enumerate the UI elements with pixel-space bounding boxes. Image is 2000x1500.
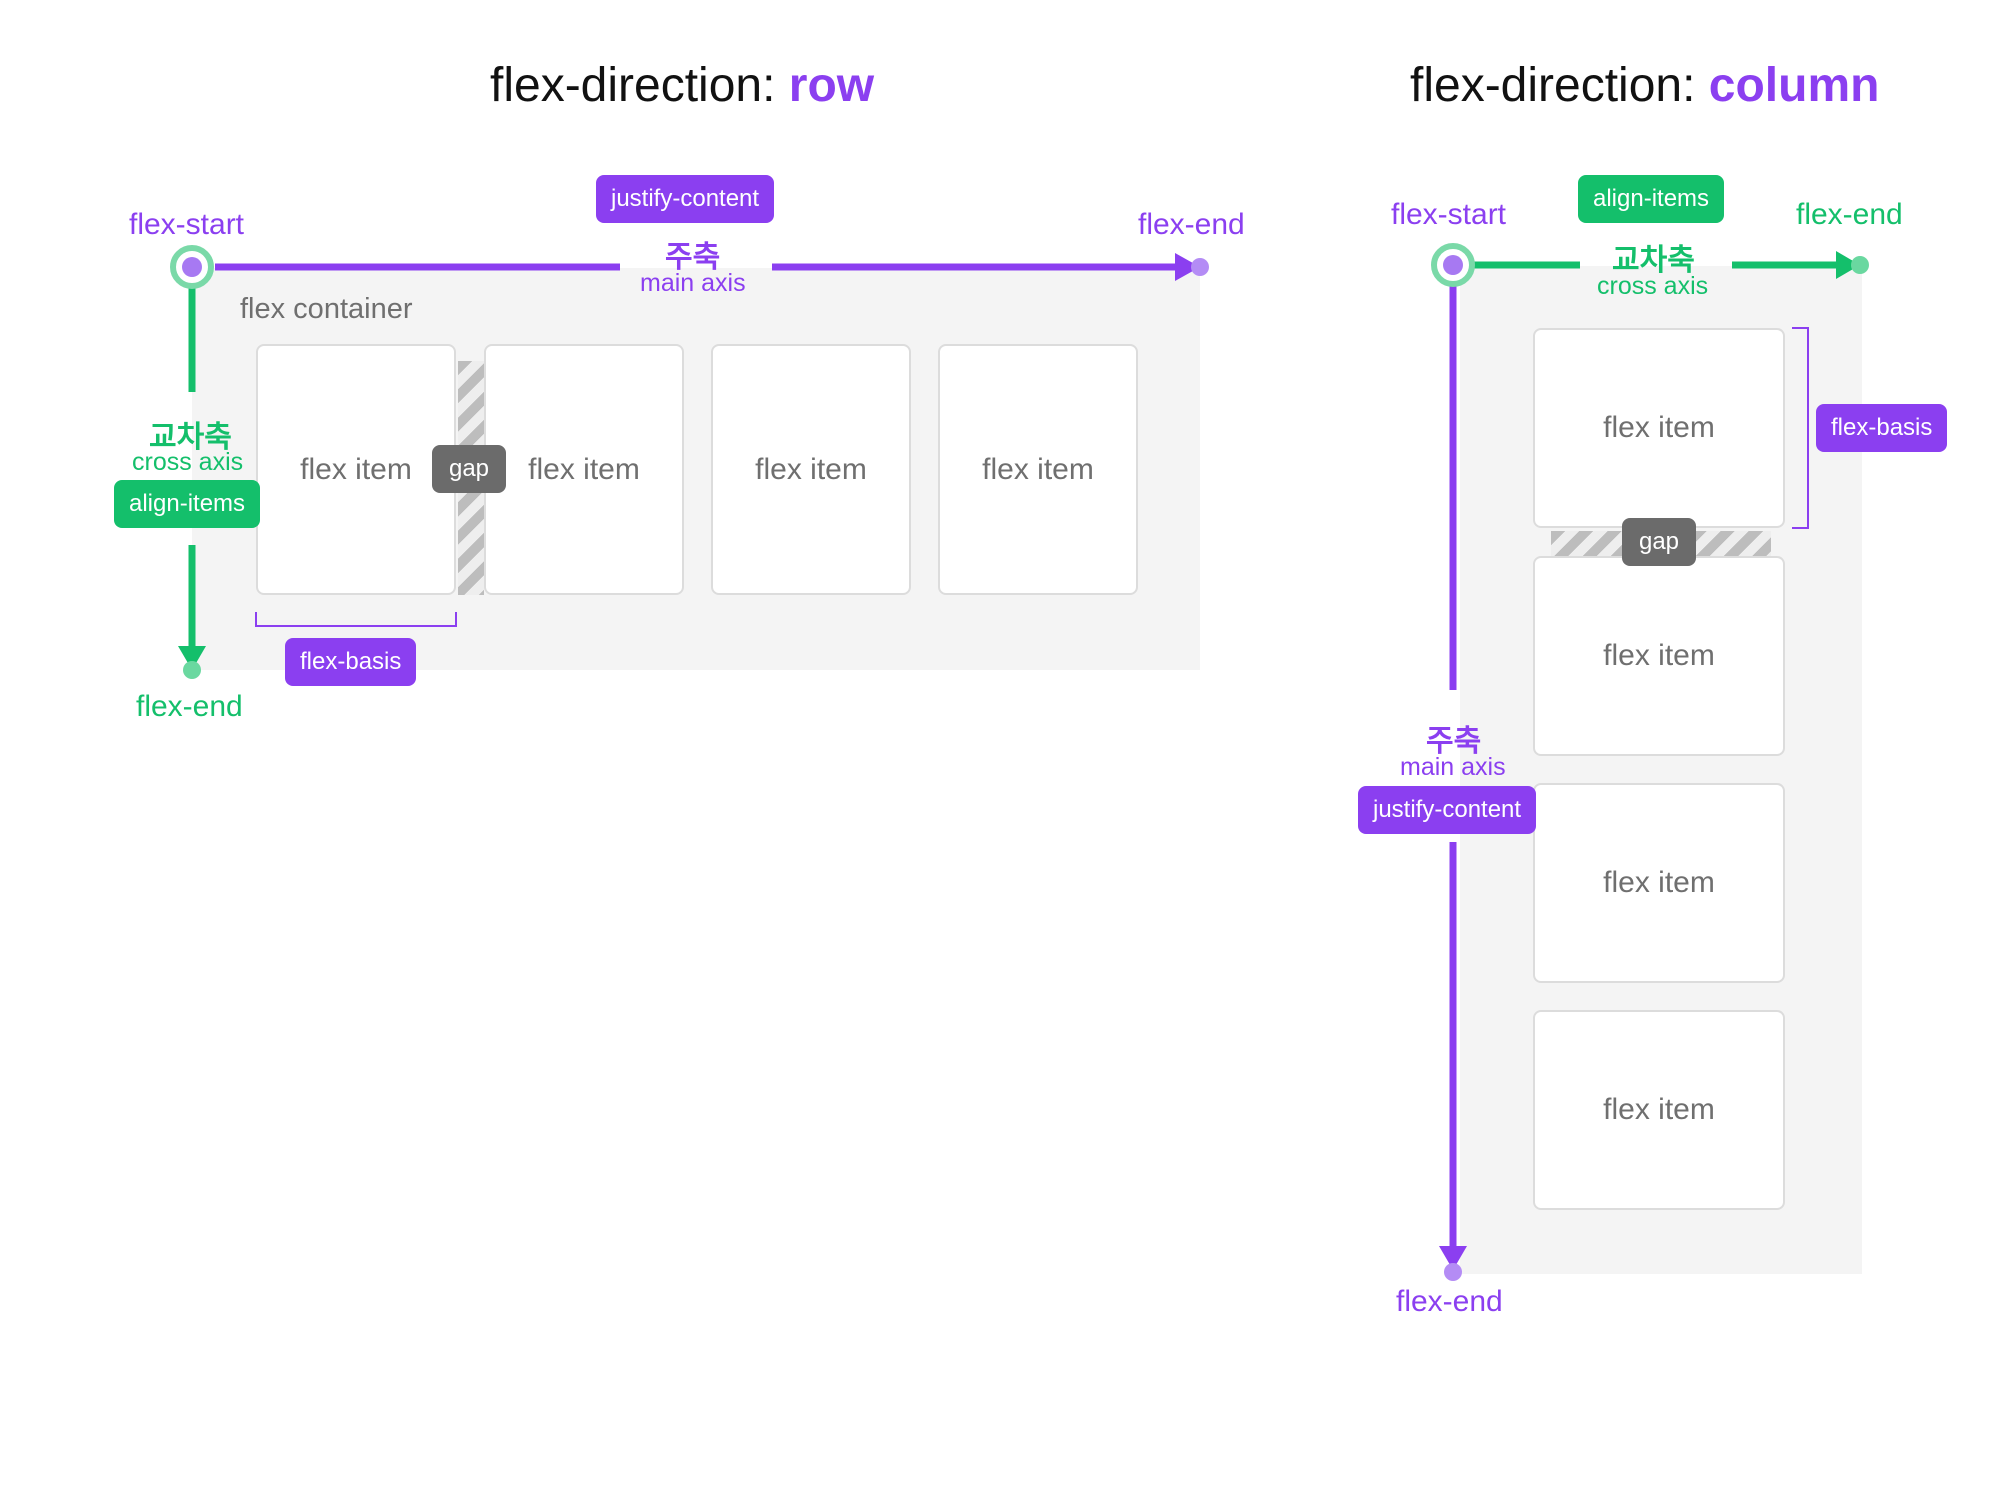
column-flex-item: flex item [1533,1010,1785,1210]
row-main-axis-arrow [215,253,1209,281]
column-cross-axis-en: cross axis [1597,272,1709,300]
row-main-axis-en: main axis [640,269,746,297]
row-flex-item-label: flex item [300,452,412,486]
column-gap-badge: gap [1622,518,1696,566]
row-cross-axis-arrow [178,285,206,679]
column-flex-start-label: flex-start [1391,198,1507,231]
row-title-prefix: flex-direction: [490,59,789,112]
row-align-items-badge: align-items [114,480,261,528]
column-flex-item-label: flex item [1603,639,1715,672]
row-flex-item: flex item [938,344,1138,595]
column-align-items-badge: align-items [1578,175,1725,223]
row-justify-content-badge: justify-content [596,175,775,223]
row-flex-basis-bracket [255,612,457,627]
column-main-axis-ko: 주축 [1426,725,1482,758]
column-flex-item: flex item [1533,328,1785,528]
column-flex-item-label: flex item [1603,1093,1715,1126]
column-title-keyword: column [1708,59,1880,112]
row-flex-item-label: flex item [755,452,867,486]
row-flex-start-label: flex-start [129,208,245,241]
column-flex-item: flex item [1533,556,1785,756]
column-justify-content-badge: justify-content [1358,786,1537,834]
row-title-keyword: row [788,59,875,112]
column-flex-basis-badge: flex-basis [1816,404,1948,452]
column-flex-item-label: flex item [1603,411,1715,444]
column-cross-axis-arrow [1470,251,1869,279]
column-title-prefix: flex-direction: [1410,59,1709,112]
column-flex-item: flex item [1533,783,1785,983]
column-flex-basis-bracket [1792,327,1809,529]
row-cross-axis-ko: 교차축 [149,421,232,454]
column-flex-item-label: flex item [1603,866,1715,899]
column-main-axis-en: main axis [1400,753,1506,781]
row-cross-axis-en: cross axis [132,448,244,476]
row-flex-item: flex item [484,344,684,595]
row-flex-item: flex item [256,344,456,595]
column-cross-axis-ko: 교차축 [1612,244,1695,277]
column-cross-flex-end-label: flex-end [1796,198,1903,231]
column-title: flex-direction: column [1410,58,1879,113]
row-title: flex-direction: row [490,58,874,113]
row-cross-flex-end-label: flex-end [136,690,243,723]
row-flex-item-label: flex item [528,452,640,486]
row-container-label: flex container [240,293,413,325]
row-main-axis-ko: 주축 [665,241,721,274]
row-flex-item-label: flex item [982,452,1094,486]
row-flex-basis-badge: flex-basis [285,638,417,686]
column-main-axis-arrow [1439,285,1467,1281]
row-main-flex-end-label: flex-end [1138,208,1245,241]
column-main-flex-end-label: flex-end [1396,1285,1503,1318]
row-flex-start-marker [170,245,214,289]
row-gap-badge: gap [432,445,506,493]
row-flex-item: flex item [711,344,911,595]
column-flex-start-marker [1431,243,1475,287]
